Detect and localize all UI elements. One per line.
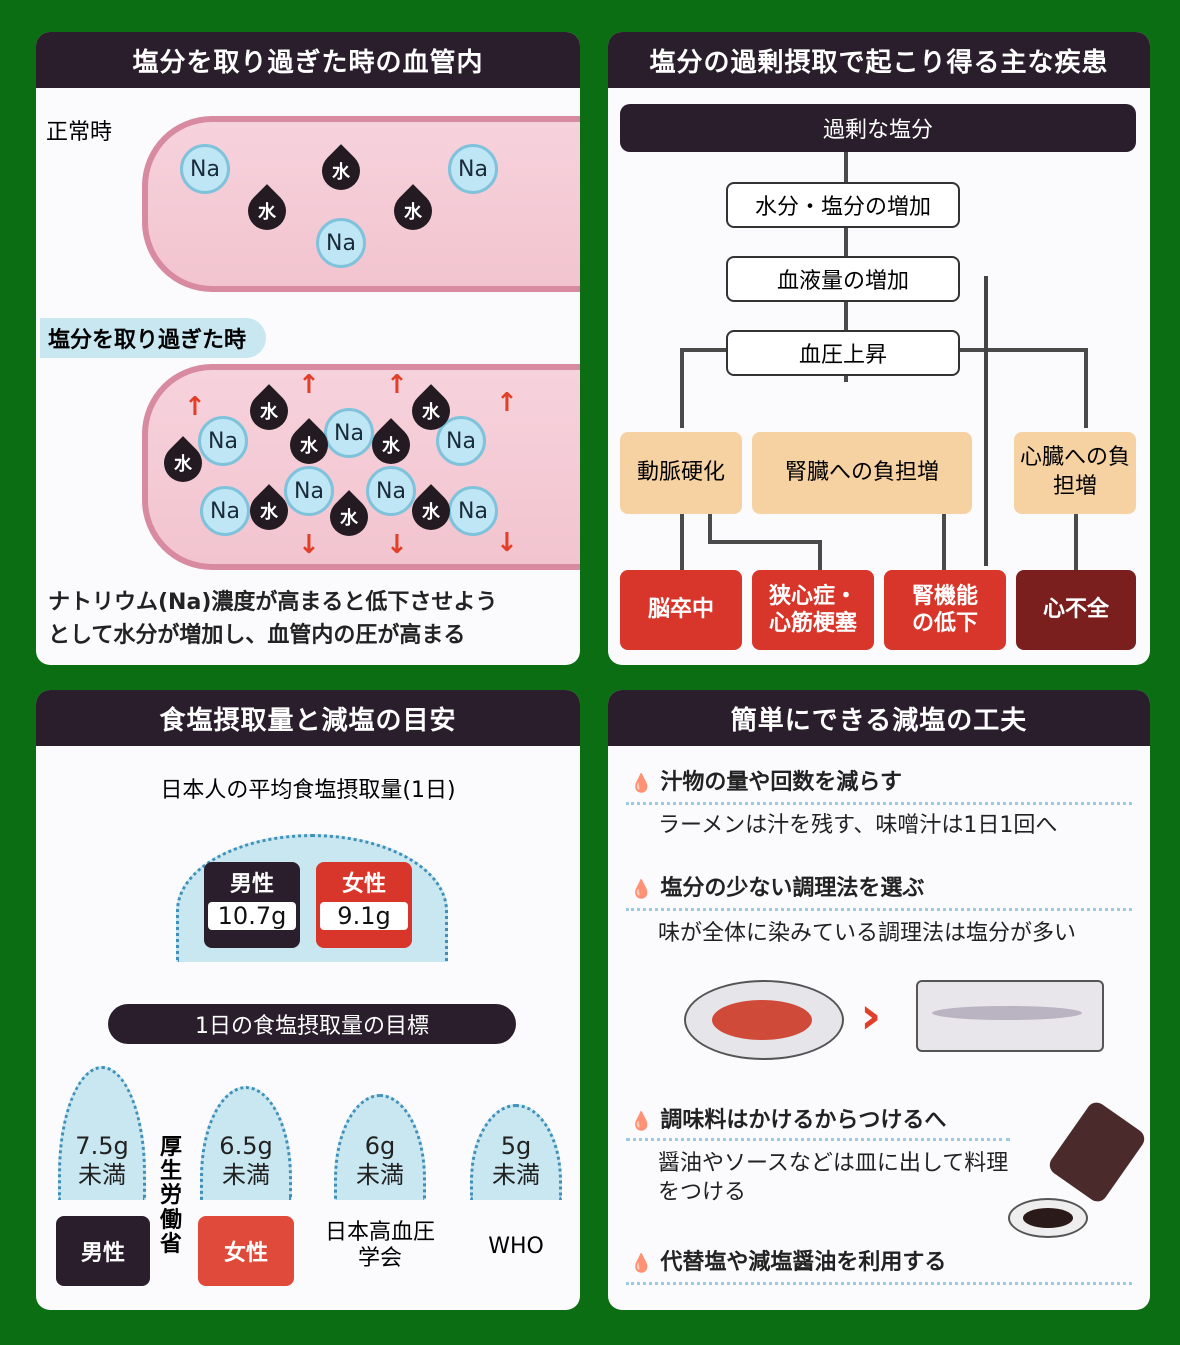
normal-vessel: [142, 116, 580, 292]
flow-step-blood-volume: 血液量の増加: [726, 256, 960, 302]
sodium-icon: Na: [198, 416, 248, 466]
simmered-fish-image: [684, 980, 844, 1060]
kidney-outcome: 腎機能の低下: [884, 570, 1006, 650]
angina-outcome: 狭心症・心筋梗塞: [752, 570, 874, 650]
excess-vessel: [142, 364, 580, 570]
org-who: WHO: [488, 1234, 544, 1259]
better-arrow-icon: ›: [860, 986, 882, 1046]
sodium-icon: Na: [200, 486, 250, 536]
arrow-up-icon: ↑: [298, 370, 320, 400]
salt-intake-title: 食塩摂取量と減塩の目安: [36, 690, 580, 746]
org-male: 男性: [56, 1216, 150, 1286]
disease-title: 塩分の過剰摂取で起こり得る主な疾患: [608, 32, 1150, 88]
normal-label: 正常時: [46, 120, 113, 145]
goal-title-bar: 1日の食塩摂取量の目標: [108, 1004, 516, 1044]
org-female: 女性: [198, 1216, 294, 1286]
tip-heading: 代替塩や減塩醤油を利用する: [630, 1244, 946, 1276]
vessel-caption: ナトリウム(Na)濃度が高まると低下させようとして水分が増加し、血管内の圧が高ま…: [48, 590, 498, 648]
tip-heading: 汁物の量や回数を減らす: [630, 764, 902, 796]
arrow-down-icon: ↓: [496, 528, 518, 558]
excess-salt-bar: 過剰な塩分: [620, 104, 1136, 152]
sodium-icon: Na: [316, 218, 366, 268]
org-jsh: 日本高血圧学会: [324, 1220, 435, 1272]
tip-heading: 塩分の少ない調理法を選ぶ: [630, 870, 924, 902]
male-average-card: 男性 10.7g: [204, 862, 300, 948]
disease-panel: 塩分の過剰摂取で起こり得る主な疾患 過剰な塩分 水分・塩分の増加 血液量の増加 …: [608, 32, 1150, 665]
average-intake-subtitle: 日本人の平均食塩摂取量(1日): [160, 778, 456, 803]
tip-body: 醤油やソースなどは皿に出して料理をつける: [658, 1151, 1009, 1205]
flow-step-blood-pressure: 血圧上昇: [726, 330, 960, 376]
vessel-title: 塩分を取り過ぎた時の血管内: [36, 32, 580, 88]
sodium-icon: Na: [284, 466, 334, 516]
female-average-card: 女性 9.1g: [316, 862, 412, 948]
sodium-icon: Na: [448, 144, 498, 194]
sodium-icon: Na: [324, 408, 374, 458]
kidney-burden: 腎臓への負担増: [752, 432, 972, 514]
flow-step-water-salt: 水分・塩分の増加: [726, 182, 960, 228]
excess-label: 塩分を取り過ぎた時: [40, 318, 267, 358]
tip-body: 味が全体に染みている調理法は塩分が多い: [658, 921, 1077, 946]
ministry-label: 厚生労働省: [160, 1135, 183, 1257]
arrow-up-icon: ↑: [386, 370, 408, 400]
heart-burden: 心臓への負担増: [1014, 432, 1136, 514]
soy-sauce-bottle-icon: [1045, 1098, 1149, 1206]
sodium-icon: Na: [448, 486, 498, 536]
arteriosclerosis: 動脈硬化: [620, 432, 742, 514]
salt-tips-title: 簡単にできる減塩の工夫: [608, 690, 1150, 746]
grilled-fish-image: [916, 980, 1104, 1052]
salt-intake-panel: 食塩摂取量と減塩の目安 日本人の平均食塩摂取量(1日) 男性 10.7g 女性 …: [36, 690, 580, 1310]
heart-failure-outcome: 心不全: [1016, 570, 1136, 650]
sodium-icon: Na: [180, 144, 230, 194]
arrow-up-icon: ↑: [184, 392, 206, 422]
tip-heading: 調味料はかけるからつけるへ: [630, 1102, 946, 1134]
stroke-outcome: 脳卒中: [620, 570, 742, 650]
arrow-up-icon: ↑: [496, 388, 518, 418]
vessel-panel: 塩分を取り過ぎた時の血管内 正常時 Na Na Na 水 水 水 塩分を取り過ぎ…: [36, 32, 580, 665]
arrow-down-icon: ↓: [386, 530, 408, 560]
salt-tips-panel: 簡単にできる減塩の工夫 汁物の量や回数を減らす ラーメンは汁を残す、味噌汁は1日…: [608, 690, 1150, 1310]
soy-sauce-dish-icon: [1008, 1198, 1088, 1238]
sodium-icon: Na: [366, 466, 416, 516]
arrow-down-icon: ↓: [298, 530, 320, 560]
tip-body: ラーメンは汁を残す、味噌汁は1日1回へ: [658, 813, 1058, 838]
